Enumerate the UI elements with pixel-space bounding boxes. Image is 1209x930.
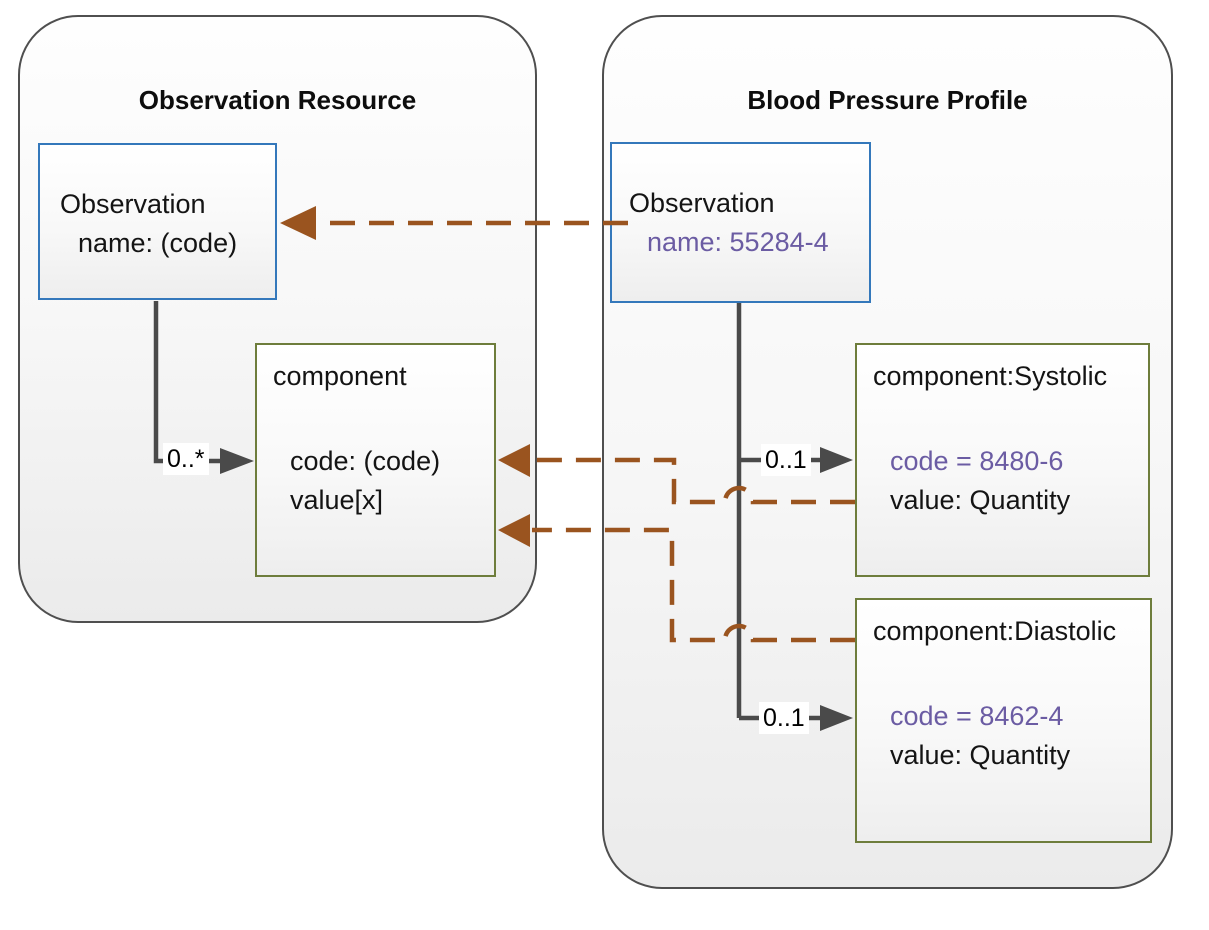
systolic-title: component:Systolic <box>873 361 1108 391</box>
profile-observation-name-label: Observation <box>629 188 775 218</box>
systolic-code-label: code = 8480-6 <box>890 446 1064 476</box>
observation-attr-label: name: (code) <box>78 228 238 258</box>
multiplicity-label-diastolic: 0..1 <box>759 702 809 734</box>
component-box-resource: component code: (code) value[x] <box>255 343 496 577</box>
component-diastolic-box: component:Diastolic code = 8462-4 value:… <box>855 598 1152 843</box>
systolic-value-label: value: Quantity <box>890 485 1071 515</box>
component-systolic-box: component:Systolic code = 8480-6 value: … <box>855 343 1150 577</box>
observation-box-profile: Observation name: 55284-4 <box>610 142 871 303</box>
component-title: component <box>273 361 407 391</box>
observation-name-label: Observation <box>60 189 206 219</box>
diastolic-value-label: value: Quantity <box>890 740 1071 770</box>
diastolic-title: component:Diastolic <box>873 616 1117 646</box>
multiplicity-label-systolic: 0..1 <box>761 444 811 476</box>
component-code-label: code: (code) <box>290 446 441 476</box>
profile-observation-attr-label: name: 55284-4 <box>647 227 829 257</box>
blood-pressure-profile-title: Blood Pressure Profile <box>747 85 1028 115</box>
observation-resource-title: Observation Resource <box>138 85 417 115</box>
multiplicity-label-component: 0..* <box>163 443 209 475</box>
diastolic-code-label: code = 8462-4 <box>890 701 1064 731</box>
component-value-label: value[x] <box>290 485 384 515</box>
observation-box-resource: Observation name: (code) <box>38 143 277 300</box>
